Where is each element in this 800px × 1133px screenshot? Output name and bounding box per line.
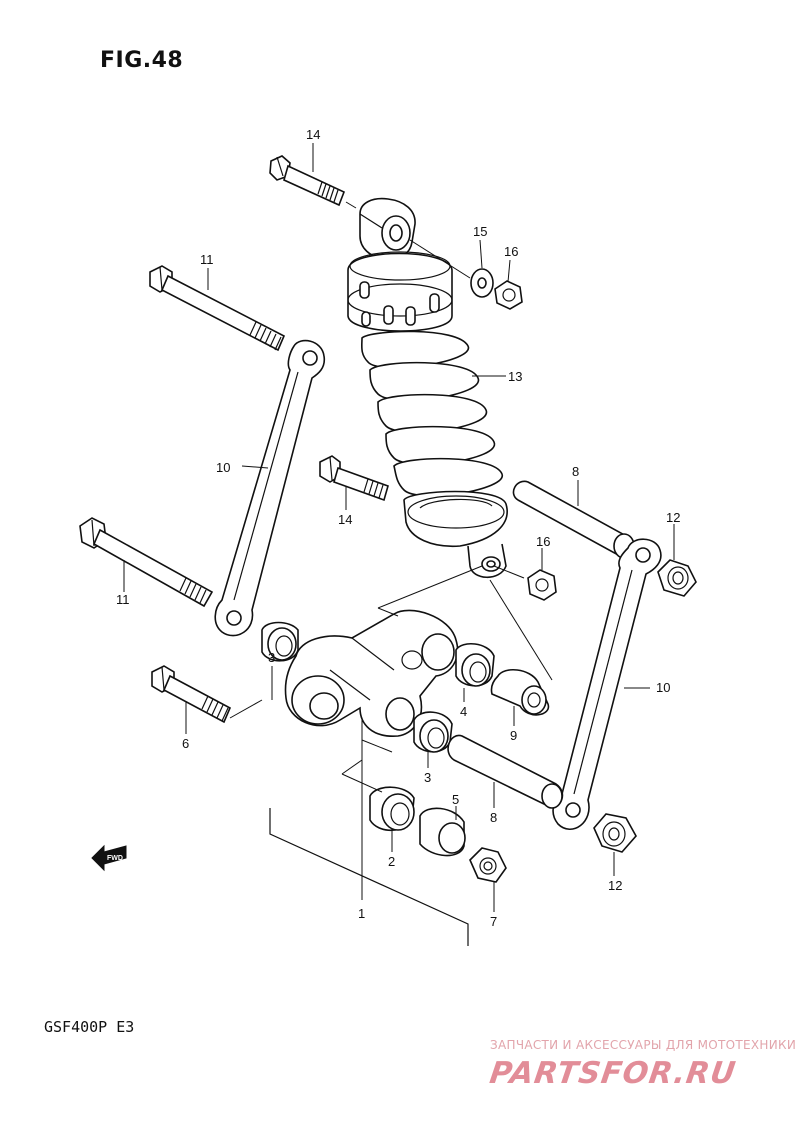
bearing-4: [455, 643, 495, 687]
callout-4: 4: [460, 704, 467, 719]
callout-16-top: 16: [504, 244, 518, 259]
callout-3-upper: 3: [268, 650, 275, 665]
link-rod-10-right: [552, 538, 662, 830]
spacer-5: [419, 807, 466, 857]
bearing-2: [369, 786, 415, 832]
collar-8-upper: [512, 480, 636, 559]
callout-16-middle: 16: [536, 534, 550, 549]
callout-10-left: 10: [216, 460, 230, 475]
bolt-14-top: [269, 155, 357, 209]
callout-10-right: 10: [656, 680, 670, 695]
bracket-item-1: [269, 720, 469, 946]
nut-12-upper: [657, 559, 697, 597]
callout-8-lower: 8: [490, 810, 497, 825]
callout-9: 9: [510, 728, 517, 743]
callout-13: 13: [508, 369, 522, 384]
callout-12-lower: 12: [608, 878, 622, 893]
collar-8-lower: [447, 734, 564, 809]
link-rod-10-left: [214, 339, 326, 637]
callout-3-lower: 3: [424, 770, 431, 785]
bolt-11-lower: [79, 517, 214, 608]
callout-labels: 14 11 15 16 13 10 14 8 16 12 11 10 3 4 9…: [116, 127, 680, 929]
bearing-3-lower: [413, 711, 453, 753]
watermark-logo: PARTSFOR.RU: [487, 1056, 739, 1091]
callout-8-upper: 8: [572, 464, 579, 479]
spacer-9: [490, 669, 550, 716]
callout-14-middle: 14: [338, 512, 352, 527]
nut-12-lower: [593, 813, 637, 853]
bearing-3-upper: [261, 621, 299, 662]
callout-6: 6: [182, 736, 189, 751]
callout-7: 7: [490, 914, 497, 929]
washer-15: [470, 268, 494, 298]
bolt-14-middle: [319, 455, 389, 502]
fwd-label: FWD: [107, 855, 123, 862]
callout-14-top: 14: [306, 127, 320, 142]
callout-5: 5: [452, 792, 459, 807]
bolt-11-top: [149, 265, 286, 352]
bolt-6: [151, 665, 232, 724]
callout-11-top: 11: [200, 252, 214, 267]
callout-2: 2: [388, 854, 395, 869]
watermark-text: ЗАПЧАСТИ И АКСЕССУАРЫ ДЛЯ МОТОТЕХНИКИ: [490, 1038, 797, 1052]
callout-1: 1: [358, 906, 365, 921]
shock-absorber-13: [347, 197, 508, 579]
nut-16-middle: [527, 569, 557, 601]
callout-12-upper: 12: [666, 510, 680, 525]
figure-title: FIG.48: [100, 48, 184, 73]
callout-15: 15: [473, 224, 487, 239]
nut-7: [469, 847, 507, 883]
leader-lines: [123, 143, 675, 912]
callout-11-lower: 11: [116, 592, 130, 607]
model-code: GSF400P E3: [44, 1018, 135, 1036]
fwd-arrow-icon: FWD: [91, 844, 127, 872]
nut-16-top: [494, 280, 523, 310]
